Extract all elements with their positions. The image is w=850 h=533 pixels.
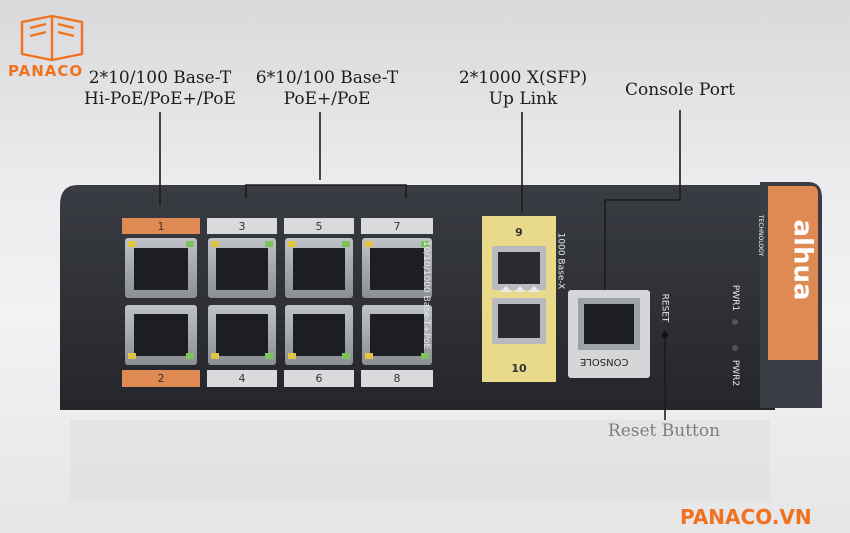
callout-hipoe: 2*10/100 Base-T Hi-PoE/PoE+/PoE — [80, 68, 240, 110]
brand-panel — [768, 186, 818, 360]
callout-poe: 6*10/100 Base-T PoE+/PoE — [252, 68, 402, 110]
callout-console: Console Port — [610, 80, 750, 101]
callout-sfp-line2: Up Link — [488, 89, 558, 109]
sfp-type-label: 1000 Base-X — [555, 232, 566, 290]
console-port-icon — [568, 290, 650, 378]
book-logo-icon — [20, 14, 84, 62]
port-label-5: 5 — [315, 220, 323, 233]
pwr1-label: PWR1 — [730, 284, 741, 312]
port-label-2: 2 — [157, 372, 165, 385]
footer-brand: PANACO.VN — [680, 505, 812, 529]
port-label-7: 7 — [393, 220, 401, 233]
reset-label: RESET — [659, 293, 670, 323]
port-label-1: 1 — [157, 220, 165, 233]
port-label-6: 6 — [315, 372, 323, 385]
port-label-3: 3 — [238, 220, 246, 233]
port-label-8: 8 — [393, 372, 401, 385]
rj45-port-icon — [125, 238, 432, 365]
sfp-label-10: 10 — [511, 362, 527, 375]
callout-poe-line1: 6*10/100 Base-T — [255, 68, 399, 88]
device-brand-sub: TECHNOLOGY — [757, 214, 765, 257]
callout-hipoe-line2: Hi-PoE/PoE+/PoE — [84, 89, 236, 109]
port-label-4: 4 — [238, 372, 246, 385]
device-brand-logo: alhua — [787, 219, 818, 301]
sfp-port-icon — [482, 216, 556, 382]
callout-sfp: 2*1000 X(SFP) Up Link — [448, 68, 598, 110]
port-group-label: 10/10/1000 Base-T+PoE — [421, 240, 432, 350]
watermark-text: PANACO — [8, 62, 84, 80]
callout-poe-line2: PoE+/PoE — [283, 89, 371, 109]
callout-sfp-line1: 2*1000 X(SFP) — [458, 68, 588, 88]
callout-console-line1: Console Port — [625, 80, 735, 100]
led-icon — [128, 241, 429, 359]
console-label: CONSOLE — [580, 356, 629, 367]
callout-hipoe-line1: 2*10/100 Base-T — [88, 68, 232, 88]
sfp-label-9: 9 — [515, 226, 523, 239]
pwr2-label: PWR2 — [730, 359, 741, 387]
